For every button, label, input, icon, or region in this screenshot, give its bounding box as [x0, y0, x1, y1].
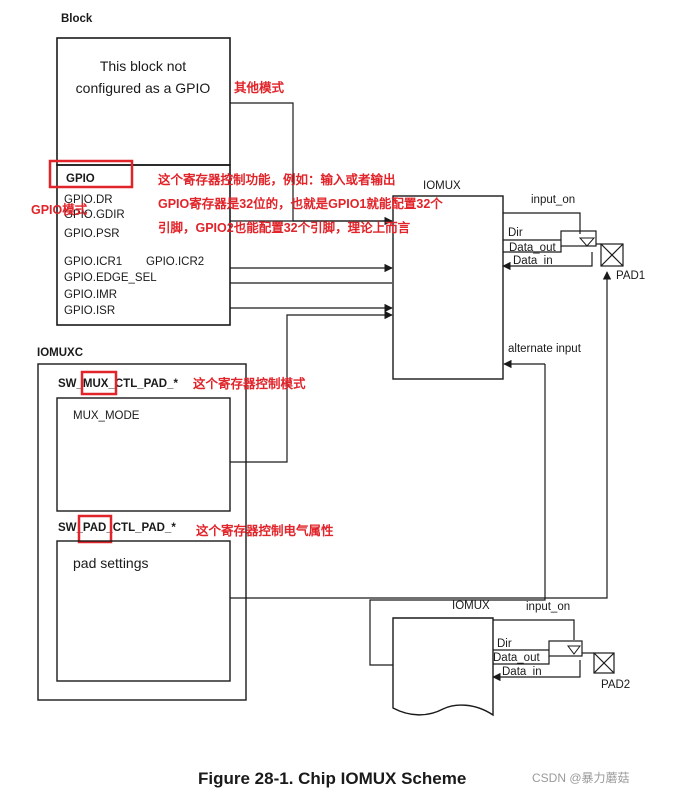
gpio-title: GPIO — [66, 173, 95, 185]
figure-caption: Figure 28-1. Chip IOMUX Scheme — [198, 769, 466, 788]
gpio-reg-imr: GPIO.IMR — [64, 289, 117, 301]
gpio-reg-psr: GPIO.PSR — [64, 228, 120, 240]
block-not-configured-line1: This block not — [100, 58, 186, 74]
iomux1-input-on: input_on — [531, 194, 575, 206]
mux-reg-highlight: MUX — [83, 378, 109, 390]
pad1-cross-b — [600, 243, 624, 267]
iomux1-data-in: Data_in — [513, 255, 553, 267]
annotation-pad-note: 这个寄存器控制电气属性 — [196, 523, 334, 538]
iomux1-input-on-line — [503, 212, 581, 234]
annotation-gpio-mode: GPIO模式 — [31, 202, 88, 217]
pad-reg-label: SW_PAD_CTL_PAD_* — [58, 522, 176, 534]
pad2-cross-b — [593, 652, 615, 674]
pad-reg-suffix: _CTL_PAD_* — [105, 522, 176, 534]
annotation-other-mode: 其他模式 — [234, 80, 285, 95]
mux-mode-box — [56, 397, 231, 512]
iomuxc-box — [37, 363, 247, 701]
iomux1-title: IOMUX — [423, 180, 461, 192]
iomux2-dir: Dir — [497, 638, 512, 650]
block-label: Block — [61, 13, 93, 25]
mux-highlight-box — [80, 370, 118, 396]
iomux1-data-in-line — [502, 252, 593, 271]
watermark: CSDN @暴力蘑菇 — [532, 771, 630, 785]
iomux2-input-on: input_on — [526, 601, 570, 613]
annotation-gpio-line2: GPIO寄存器是32位的，也就是GPIO1就能配置32个 — [158, 196, 443, 211]
iomux2-title: IOMUX — [452, 600, 490, 612]
annotation-gpio-line3: 引脚，GPIO2也能配置32个引脚，理论上而言 — [158, 220, 411, 235]
pad1-label: PAD1 — [616, 270, 645, 282]
iomux1-dir: Dir — [508, 227, 523, 239]
mux-mode-label: MUX_MODE — [73, 410, 140, 422]
iomux1-buffer — [560, 230, 597, 247]
gpio-reg-gdir: GPIO.GDIR — [64, 209, 125, 221]
mux-reg-label: SW_MUX_CTL_PAD_* — [58, 378, 178, 390]
gpio-reg-isr: GPIO.ISR — [64, 305, 115, 317]
mux-mode-line — [230, 310, 393, 463]
pad2-label: PAD2 — [601, 679, 630, 691]
alternate-input-route — [369, 364, 546, 666]
mux-reg-suffix: _CTL_PAD_* — [107, 378, 178, 390]
gpio-reg-icr2: GPIO.ICR2 — [146, 256, 204, 268]
pad-settings-line — [230, 271, 612, 599]
pad-settings-box — [56, 540, 231, 682]
iomux2-input-on-line — [493, 619, 575, 640]
pad-reg-highlight: PAD — [83, 522, 106, 534]
gpio-reg-icr1: GPIO.ICR1 — [64, 256, 122, 268]
mux-reg-prefix: SW_ — [58, 378, 84, 390]
gpio-box — [56, 164, 231, 326]
iomux2-data-out: Data_out — [493, 652, 540, 664]
iomuxc-label: IOMUXC — [37, 347, 83, 359]
block-not-configured-line2: configured as a GPIO — [76, 80, 211, 96]
annotation-mux-note: 这个寄存器控制模式 — [193, 376, 306, 391]
iomux2-buffer — [548, 640, 583, 657]
iomux1-data-out-line — [503, 246, 562, 253]
iomux2-data-in: Data_in — [502, 666, 542, 678]
annotation-gpio-line1: 这个寄存器控制功能，例如：输入或者输出 — [158, 172, 396, 187]
gpio-highlight-box — [48, 159, 134, 189]
gpio-reg-dr: GPIO.DR — [64, 194, 113, 206]
pad-settings-label: pad settings — [73, 555, 149, 571]
iomux1-box — [392, 195, 504, 380]
pad-highlight-box — [77, 514, 113, 544]
iomux2-data-out-line — [493, 656, 550, 665]
iomux2-box — [392, 617, 494, 717]
iomux1-data-out: Data_out — [509, 242, 556, 254]
iomux1-alternate-input: alternate input — [508, 343, 582, 355]
iomux1-tristate-icon — [578, 237, 596, 247]
iomux2-tristate-icon — [567, 645, 581, 655]
pad-reg-prefix: SW_ — [58, 522, 84, 534]
gpio-reg-edge-sel: GPIO.EDGE_SEL — [64, 272, 157, 284]
iomux2-data-in-line — [492, 660, 581, 682]
